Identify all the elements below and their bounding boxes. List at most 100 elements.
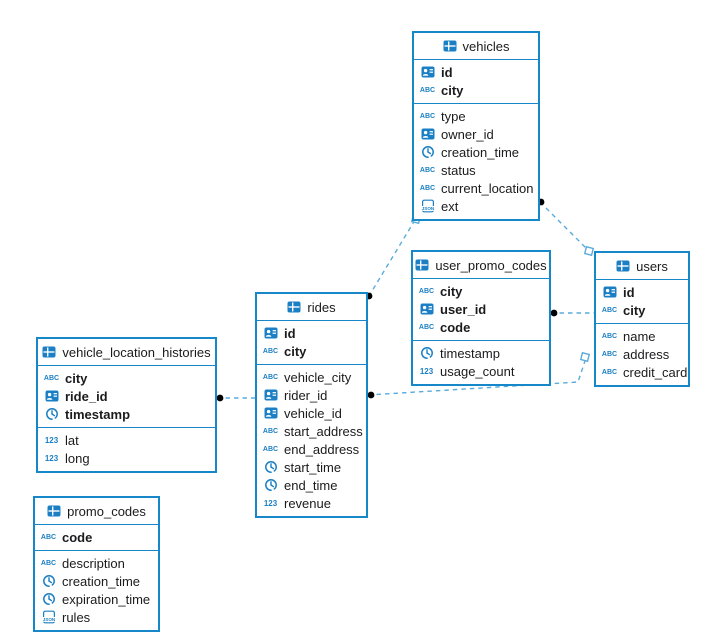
- column-type-icon-cell: [419, 145, 436, 159]
- json-icon: JSON: [41, 610, 55, 624]
- column-type-icon-cell: ABC: [262, 428, 279, 435]
- svg-text:JSON: JSON: [421, 206, 434, 211]
- column-name: long: [65, 450, 90, 466]
- column-row-lat[interactable]: 123 lat: [43, 431, 210, 449]
- column-type-icon-cell: JSON: [419, 199, 436, 213]
- column-row-name[interactable]: ABC name: [601, 327, 683, 345]
- column-type-icon-cell: [419, 128, 436, 140]
- column-row-ext[interactable]: JSON ext: [419, 197, 533, 215]
- column-name: name: [623, 328, 656, 344]
- column-type-icon-cell: ABC: [419, 167, 436, 174]
- table-user_promo_codes[interactable]: user_promo_codes ABC city user_id ABC co…: [411, 250, 551, 386]
- table-header[interactable]: user_promo_codes: [413, 252, 549, 279]
- column-type-icon-cell: [262, 478, 279, 492]
- column-name: timestamp: [440, 345, 500, 361]
- column-row-usage_count[interactable]: 123 usage_count: [418, 362, 544, 380]
- column-row-start_address[interactable]: ABC start_address: [262, 422, 363, 440]
- table-promo_codes[interactable]: promo_codes ABC code ABC description cre…: [33, 496, 160, 632]
- column-row-id[interactable]: id: [419, 63, 533, 81]
- column-name: ride_id: [65, 388, 108, 404]
- column-type-icon-cell: ABC: [601, 369, 618, 376]
- column-row-expiration_time[interactable]: expiration_time: [40, 590, 153, 608]
- column-row-owner_id[interactable]: owner_id: [419, 125, 533, 143]
- relation-line[interactable]: [539, 201, 590, 252]
- relation-user_promo_codes-users[interactable]: [550, 309, 594, 317]
- column-row-ride_id[interactable]: ride_id: [43, 387, 210, 405]
- table-vehicle_location_histories[interactable]: vehicle_location_histories ABC city ride…: [36, 337, 217, 473]
- relation-rides-users[interactable]: [367, 351, 591, 399]
- number-type-icon: 123: [44, 435, 59, 445]
- text-type-icon: ABC: [419, 112, 436, 120]
- column-row-long[interactable]: 123 long: [43, 449, 210, 467]
- table-header[interactable]: promo_codes: [35, 498, 158, 525]
- column-row-user_id[interactable]: user_id: [418, 300, 544, 318]
- column-row-city[interactable]: ABC city: [262, 342, 361, 360]
- relation-dot-marker: [550, 309, 558, 317]
- column-row-revenue[interactable]: 123 revenue: [262, 494, 361, 512]
- column-row-city[interactable]: ABC city: [43, 369, 210, 387]
- text-type-icon: ABC: [419, 184, 436, 192]
- column-row-current_location[interactable]: ABC current_location: [419, 179, 534, 197]
- column-row-status[interactable]: ABC status: [419, 161, 533, 179]
- clock-icon: [421, 146, 434, 158]
- relation-line[interactable]: [367, 357, 587, 396]
- text-type-icon: ABC: [419, 86, 436, 94]
- table-vehicles[interactable]: vehicles id ABC city ABC type owner_id c…: [412, 31, 540, 221]
- relation-vehicle_location_histories-rides[interactable]: [216, 394, 255, 402]
- column-row-code[interactable]: ABC code: [40, 528, 153, 546]
- column-row-end_time[interactable]: end_time: [262, 476, 361, 494]
- table-rides[interactable]: rides id ABC city ABC vehicle_city rider…: [255, 292, 368, 518]
- column-type-icon-cell: [43, 390, 60, 402]
- column-type-icon-cell: 123: [43, 454, 60, 463]
- text-type-icon: ABC: [601, 306, 618, 314]
- column-row-city[interactable]: ABC city: [419, 81, 533, 99]
- key-columns-section: ABC city ride_id timestamp: [38, 366, 215, 428]
- column-name: vehicle_id: [284, 405, 342, 421]
- table-header[interactable]: vehicles: [414, 33, 538, 60]
- relation-line[interactable]: [368, 219, 416, 297]
- user-id-icon: [264, 327, 277, 339]
- column-row-creation_time[interactable]: creation_time: [419, 143, 533, 161]
- column-row-vehicle_id[interactable]: vehicle_id: [262, 404, 361, 422]
- column-row-timestamp[interactable]: timestamp: [418, 344, 544, 362]
- relation-dot-marker: [367, 391, 375, 399]
- column-row-timestamp[interactable]: timestamp: [43, 405, 210, 423]
- column-type-icon-cell: [601, 286, 618, 298]
- column-row-code[interactable]: ABC code: [418, 318, 544, 336]
- table-icon: [616, 260, 630, 272]
- column-row-rules[interactable]: JSON rules: [40, 608, 153, 626]
- column-name: city: [441, 82, 464, 98]
- column-row-vehicle_city[interactable]: ABC vehicle_city: [262, 368, 361, 386]
- column-name: id: [284, 325, 296, 341]
- column-row-credit_card[interactable]: ABC credit_card: [601, 363, 687, 381]
- relation-square-marker: [583, 245, 595, 257]
- table-header[interactable]: vehicle_location_histories: [38, 339, 215, 366]
- table-header[interactable]: users: [596, 253, 688, 280]
- number-type-icon: 123: [419, 366, 434, 376]
- column-type-icon-cell: ABC: [418, 288, 435, 295]
- relation-dot-marker: [216, 394, 224, 402]
- key-columns-section: id ABC city: [257, 321, 366, 365]
- column-row-start_time[interactable]: start_time: [262, 458, 361, 476]
- clock-icon: [42, 575, 55, 587]
- column-name: address: [623, 346, 670, 362]
- table-header[interactable]: rides: [257, 294, 366, 321]
- column-row-id[interactable]: id: [601, 283, 683, 301]
- key-columns-section: ABC city user_id ABC code: [413, 279, 549, 341]
- column-type-icon-cell: 123: [43, 436, 60, 445]
- text-type-icon: ABC: [40, 533, 57, 541]
- column-type-icon-cell: [418, 303, 435, 315]
- column-row-description[interactable]: ABC description: [40, 554, 153, 572]
- relation-vehicles-users[interactable]: [537, 198, 595, 257]
- column-row-address[interactable]: ABC address: [601, 345, 683, 363]
- column-row-creation_time[interactable]: creation_time: [40, 572, 153, 590]
- column-row-type[interactable]: ABC type: [419, 107, 533, 125]
- column-row-city[interactable]: ABC city: [601, 301, 683, 319]
- column-row-id[interactable]: id: [262, 324, 361, 342]
- text-type-icon: ABC: [262, 347, 279, 355]
- column-row-rider_id[interactable]: rider_id: [262, 386, 361, 404]
- column-row-city[interactable]: ABC city: [418, 282, 544, 300]
- table-users[interactable]: users id ABC city ABC name ABC address A…: [594, 251, 690, 387]
- column-name: revenue: [284, 495, 331, 511]
- column-row-end_address[interactable]: ABC end_address: [262, 440, 361, 458]
